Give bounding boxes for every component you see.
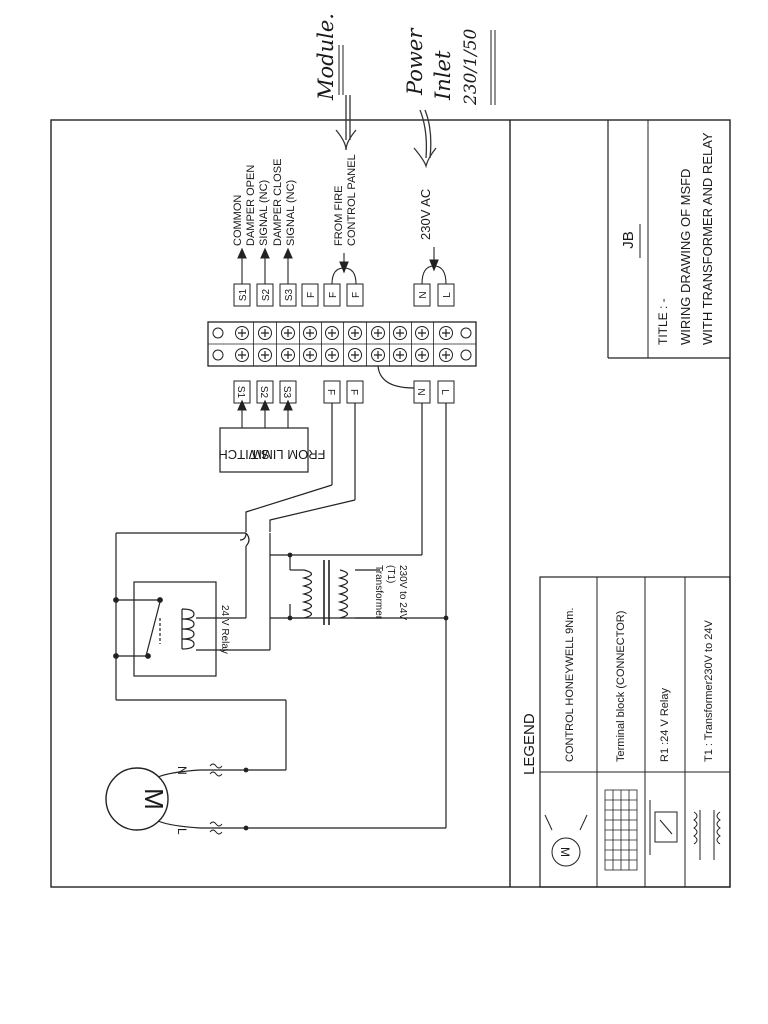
terminal-label: F xyxy=(325,389,336,395)
wiring xyxy=(115,365,447,829)
motor-symbol: M xyxy=(139,788,169,810)
legend-terminal-block-symbol xyxy=(604,789,638,871)
terminal-label: S2 xyxy=(261,288,272,301)
inner-terminal-labels: S1 S2 S3 F F N L xyxy=(233,380,455,404)
signal-leads xyxy=(237,247,293,284)
transformer-id-label: (T1) xyxy=(385,565,396,583)
terminal-screw-slot xyxy=(351,351,359,359)
terminal-screw-slot xyxy=(396,351,404,359)
terminal-label-box xyxy=(346,283,364,307)
svg-text:SWITCH: SWITCH xyxy=(218,447,269,462)
relay-label: 24 V Relay xyxy=(219,605,230,654)
terminal-screw-slot xyxy=(284,351,292,359)
fire-panel-label: FROM FIRE xyxy=(333,186,345,247)
terminal-label-box xyxy=(301,283,319,307)
terminal-screw-slot xyxy=(374,351,382,359)
relay-r1 xyxy=(113,581,228,677)
svg-text:Module.: Module. xyxy=(314,13,338,101)
outer-terminal-labels: S1 S2 S3 F F F N L xyxy=(233,283,455,307)
limit-switch-box: SWITCH FROM LIMIT xyxy=(218,427,326,473)
terminal-label: S2 xyxy=(258,386,269,399)
signal-damper-close-nc: SIGNAL (NC) xyxy=(285,180,297,246)
legend-motor-symbol: M xyxy=(544,814,588,867)
legend: LEGEND CONTROL HONEYWELL 9Nm. Terminal b… xyxy=(521,576,731,888)
handwritten-power-inlet-note: Power Inlet 230/1/50 xyxy=(403,27,496,106)
legend-item-motor: CONTROL HONEYWELL 9Nm. xyxy=(564,608,576,762)
power-inlet-arrow xyxy=(413,109,437,169)
terminal-screw-slot xyxy=(351,329,359,337)
module-arrow xyxy=(335,95,357,151)
limit-switch-leads xyxy=(237,399,293,428)
legend-transformer-symbol xyxy=(693,810,721,860)
legend-relay-symbol xyxy=(649,800,678,855)
svg-text:M: M xyxy=(558,847,572,857)
svg-text:Inlet: Inlet xyxy=(431,50,455,101)
svg-text:Power: Power xyxy=(403,27,427,96)
terminal-screw-slot xyxy=(374,329,382,337)
legend-item-transformer: T1 : Transformer230V to 24V xyxy=(703,619,715,762)
fire-panel-lead xyxy=(331,253,357,285)
legend-item-relay: R1 :24 V Relay xyxy=(659,688,671,762)
legend-heading: LEGEND xyxy=(521,713,538,775)
terminal-screw-slot xyxy=(418,351,426,359)
motor-n-terminal: N xyxy=(175,766,189,775)
terminal-screw-slot xyxy=(306,351,314,359)
terminal-label: N xyxy=(418,291,429,298)
junction-dots xyxy=(243,552,449,831)
handwritten-module-note: Module. xyxy=(314,13,344,101)
motor-l-terminal: L xyxy=(175,828,189,835)
motor: M N L xyxy=(105,763,223,835)
title-line-1: WIRING DRAWING OF MSFD xyxy=(678,169,693,345)
terminal-label: S3 xyxy=(284,288,295,301)
signal-damper-open-nc: SIGNAL (NC) xyxy=(258,180,270,246)
terminal-screw-slot xyxy=(328,329,336,337)
terminal-screw-slot xyxy=(328,351,336,359)
signal-damper-open-label: DAMPER OPEN xyxy=(245,165,257,246)
terminal-label: F xyxy=(306,292,317,298)
terminal-label: S1 xyxy=(235,386,246,399)
terminal-screw-slot xyxy=(238,329,246,337)
drawing-border xyxy=(50,119,731,888)
transformer-t1 xyxy=(290,560,380,625)
terminal-label: L xyxy=(439,389,450,395)
legend-item-terminal-block: Terminal block (CONNECTOR) xyxy=(615,611,627,762)
supply-voltage-label: 230V AC xyxy=(418,189,433,240)
terminal-screw-slot xyxy=(442,351,450,359)
svg-text:230/1/50: 230/1/50 xyxy=(461,28,481,106)
transformer-label: Transformer xyxy=(373,565,384,620)
terminal-screw-slot xyxy=(418,329,426,337)
terminal-screw-slot xyxy=(284,329,292,337)
terminal-screw-slot xyxy=(306,329,314,337)
supply-lead xyxy=(421,247,447,285)
terminal-label: S3 xyxy=(281,386,292,399)
terminal-label: F xyxy=(328,292,339,298)
terminal-label: F xyxy=(348,389,359,395)
transformer-ratio-label: 230V to 24V xyxy=(397,565,408,620)
signal-common-label: COMMON xyxy=(232,195,244,246)
terminal-screw-slot xyxy=(238,351,246,359)
terminal-label: S1 xyxy=(238,288,249,301)
terminal-label: N xyxy=(415,388,426,395)
terminal-block xyxy=(207,321,477,367)
title-prefix: TITLE : - xyxy=(656,298,670,345)
terminal-label: F xyxy=(351,292,362,298)
svg-text:FROM LIMIT: FROM LIMIT xyxy=(250,447,325,462)
terminal-screw-slot xyxy=(261,351,269,359)
terminal-screw-slot xyxy=(396,329,404,337)
fire-panel-label-2: CONTROL PANEL xyxy=(346,154,358,246)
terminal-screw-slot xyxy=(261,329,269,337)
title-line-2: WITH TRANSFORMER AND RELAY xyxy=(700,132,715,345)
terminal-screw-slot xyxy=(442,329,450,337)
signal-damper-close-label: DAMPER CLOSE xyxy=(272,159,284,246)
terminal-label: L xyxy=(442,292,453,298)
drawn-by-initials: JB xyxy=(620,231,637,249)
